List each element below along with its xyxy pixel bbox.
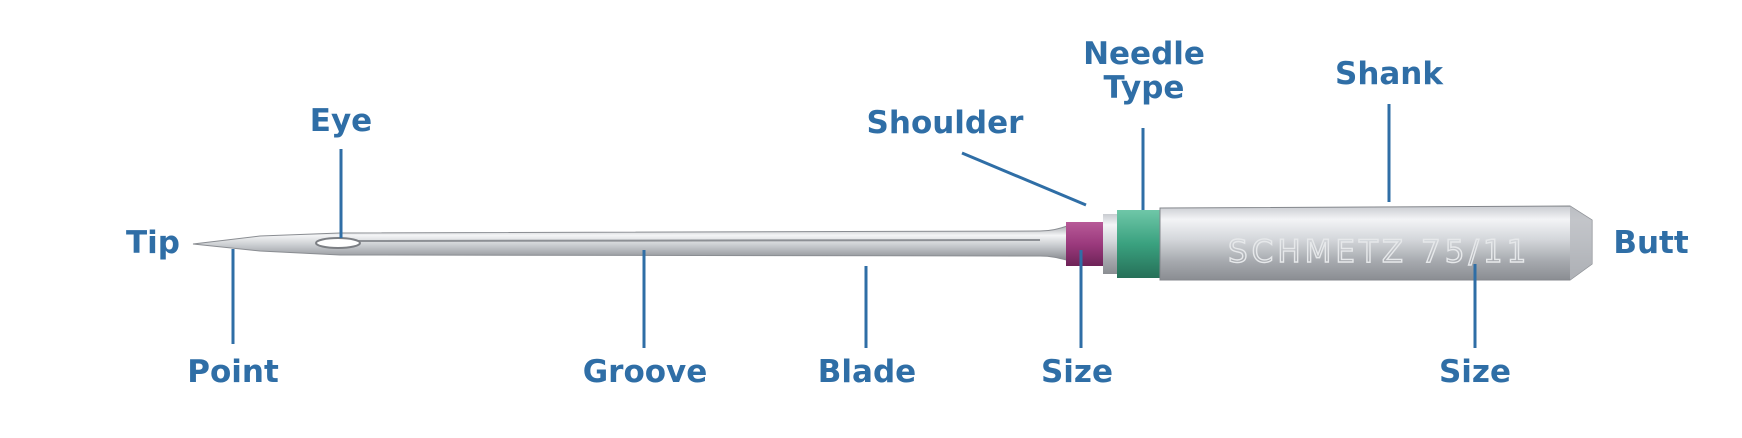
label-point: Point [187,354,279,390]
label-butt: Butt [1613,225,1689,261]
label-tip: Tip [126,225,180,261]
label-size-band: Size [1040,354,1114,390]
label-size-stamp: Size [1438,354,1512,390]
shoulder-leader [961,151,1087,207]
needle-eye [315,237,361,249]
label-shank: Shank [1334,56,1444,92]
label-groove: Groove [582,354,708,390]
needle-butt [1570,206,1592,280]
label-blade: Blade [817,354,917,390]
label-shoulder: Shoulder [866,105,1024,141]
label-needle-type: Needle Type [1083,37,1205,105]
type-color-band [1117,210,1160,278]
label-needle-type-line2: Type [1103,70,1185,106]
needle-groove [339,239,1041,242]
label-eye: Eye [309,103,373,139]
band-separator [1103,214,1117,274]
leader-lines [231,104,1477,348]
shank-stamp-text: SCHMETZ 75/11 [1228,234,1530,270]
label-needle-type-line1: Needle [1083,36,1205,72]
size-color-band [1066,222,1103,266]
